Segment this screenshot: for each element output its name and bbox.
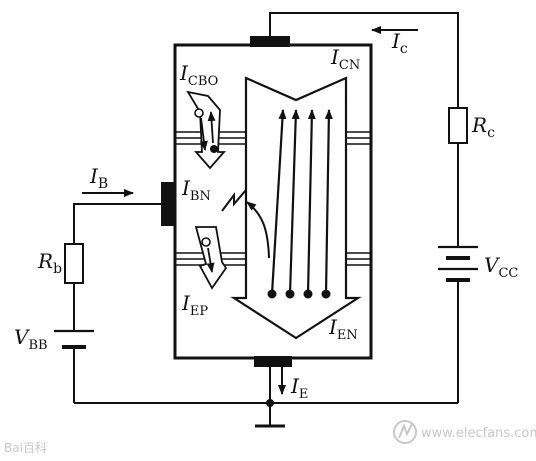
electron-current-lines (270, 109, 333, 295)
label-ibn: IBN (181, 176, 211, 204)
icbo-flow-outline (186, 90, 226, 170)
emitter-electrode (254, 356, 292, 367)
ibn-zigzag (221, 189, 247, 212)
label-vcc: VCC (484, 253, 518, 281)
iep-hole (201, 237, 211, 247)
label-ib: IB (89, 164, 108, 192)
watermark-right: www.elecfans.com (421, 426, 536, 441)
base-resistor (64, 243, 84, 284)
label-ie: IE (290, 374, 308, 402)
label-icbo: ICBO (179, 61, 218, 89)
icbo-down-arrow (199, 117, 208, 151)
label-icn: ICN (330, 45, 360, 73)
base-electrode (161, 182, 174, 226)
collector-resistor (448, 107, 468, 144)
vbb-battery (54, 329, 94, 349)
collector-electrode (250, 36, 290, 47)
icbo-up-arrow (207, 111, 216, 144)
iep-down-arrow (206, 247, 215, 273)
label-rb: Rb (37, 249, 62, 277)
label-ien: IEN (328, 315, 358, 343)
label-ic: Ic (391, 29, 408, 57)
emitter-junction-node (266, 399, 274, 407)
emitter-ground (255, 367, 285, 428)
collector-circuit (269, 12, 459, 404)
label-vbb: VBB (14, 325, 48, 353)
iep-flow-outline (194, 226, 228, 290)
label-rc: Rc (471, 113, 495, 141)
electron-dots (267, 289, 331, 299)
watermark-left: Bai百科 (4, 441, 47, 455)
icbo-hole (194, 108, 204, 118)
ibn-curve-arrow (246, 201, 270, 259)
label-iep: IEP (181, 291, 208, 319)
watermark-logo-icon (393, 420, 417, 444)
icbo-electron (210, 145, 218, 153)
vcc-battery (438, 245, 478, 282)
base-circuit (73, 203, 270, 404)
